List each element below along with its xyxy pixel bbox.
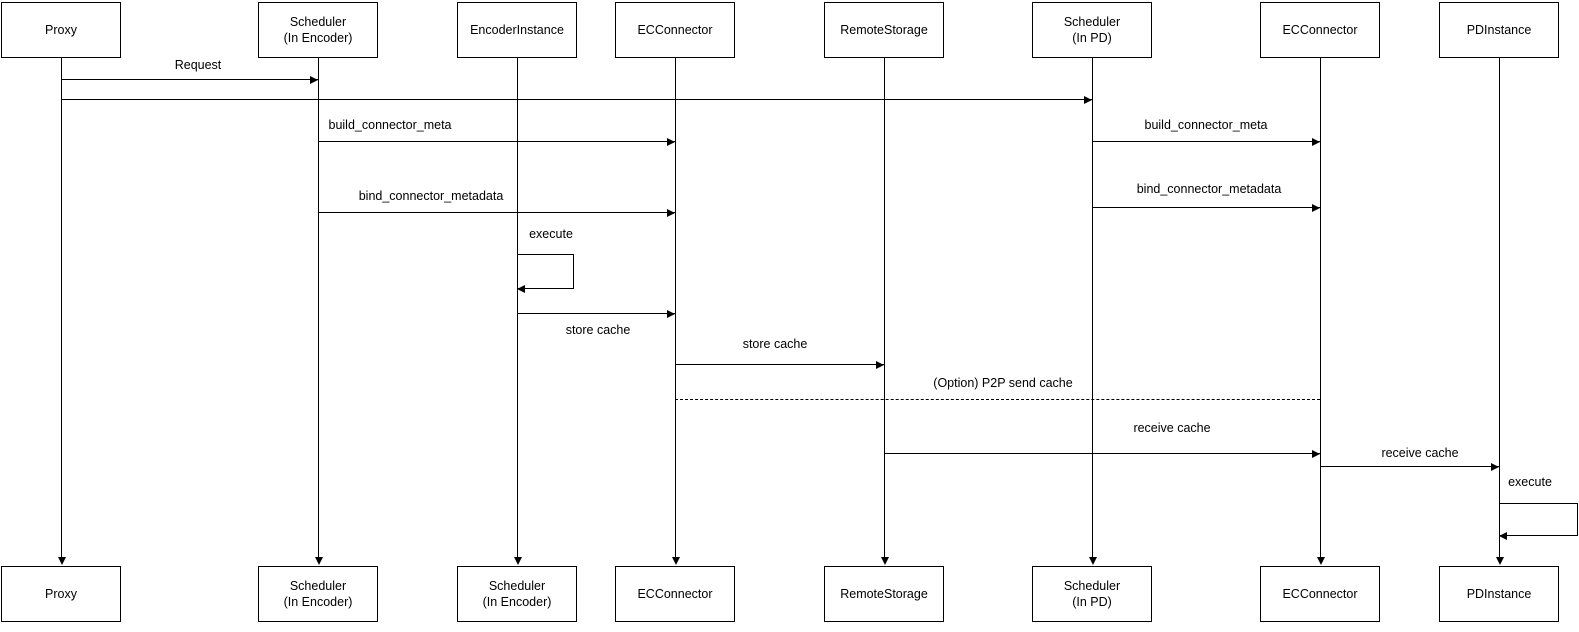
top-participant-box-sched-enc[interactable]: Scheduler (In Encoder) (258, 2, 378, 58)
message-label-m11: receive cache (1381, 446, 1459, 460)
message-label-m4: build_connector_meta (1144, 118, 1268, 132)
participant-label-line1: Scheduler (1063, 15, 1121, 29)
lifeline-end-arrow-ec-conn-enc (671, 557, 680, 565)
self-message-loop-s2 (1499, 503, 1578, 536)
bottom-participant-box-remote-store[interactable]: RemoteStorage (824, 566, 944, 622)
message-label-m3: build_connector_meta (328, 118, 452, 132)
participant-label-line1: RemoteStorage (840, 587, 928, 601)
lifeline-end-arrow-proxy (57, 557, 66, 565)
bottom-participant-box-ec-conn-pd[interactable]: ECConnector (1260, 566, 1380, 622)
message-label-m10: receive cache (1133, 421, 1211, 435)
lifeline-sched-pd (1092, 58, 1093, 560)
message-label-m1: Request (174, 58, 222, 72)
message-arrowhead-m11 (1491, 462, 1499, 471)
participant-label-line2: (In PD) (1072, 31, 1112, 45)
self-message-arrowhead-s1 (517, 285, 525, 293)
message-label-m6: bind_connector_metadata (1136, 182, 1282, 196)
lifeline-end-arrow-sched-pd (1088, 557, 1097, 565)
lifeline-end-arrow-pd-inst (1495, 557, 1504, 565)
message-arrowhead-m6 (1312, 203, 1320, 212)
top-participant-box-remote-store[interactable]: RemoteStorage (824, 2, 944, 58)
lifeline-end-arrow-ec-conn-pd (1316, 557, 1325, 565)
message-label-m5: bind_connector_metadata (358, 189, 504, 203)
message-line-m8 (675, 364, 884, 365)
message-line-m3 (318, 141, 675, 142)
bottom-participant-box-ec-conn-enc[interactable]: ECConnector (615, 566, 735, 622)
participant-label-line2: (In Encoder) (283, 31, 353, 45)
lifeline-end-arrow-sched-enc (314, 557, 323, 565)
participant-label-line2: (In PD) (1072, 595, 1112, 609)
participant-label-line1: Scheduler (1063, 579, 1121, 593)
bottom-participant-box-encoder-inst[interactable]: Scheduler (In Encoder) (457, 566, 577, 622)
message-label-m9: (Option) P2P send cache (933, 376, 1073, 390)
participant-label-line1: Scheduler (289, 579, 347, 593)
lifeline-pd-inst (1499, 58, 1500, 560)
message-line-m7 (517, 313, 675, 314)
message-arrowhead-m4 (1312, 137, 1320, 146)
message-label-m7: store cache (565, 323, 631, 337)
lifeline-end-arrow-remote-store (880, 557, 889, 565)
message-line-m5 (318, 212, 675, 213)
top-participant-box-ec-conn-pd[interactable]: ECConnector (1260, 2, 1380, 58)
participant-label-line2: (In Encoder) (482, 595, 552, 609)
message-line-m9 (675, 399, 1320, 400)
participant-label-line1: Proxy (45, 23, 77, 37)
top-participant-box-proxy[interactable]: Proxy (1, 2, 121, 58)
message-line-m6 (1092, 207, 1320, 208)
self-message-arrowhead-s2 (1499, 532, 1507, 540)
participant-label-line1: EncoderInstance (470, 23, 564, 37)
lifeline-sched-enc (318, 58, 319, 560)
bottom-participant-box-sched-pd[interactable]: Scheduler (In PD) (1032, 566, 1152, 622)
participant-label-line1: ECConnector (1282, 23, 1358, 37)
message-line-m11 (1320, 466, 1499, 467)
message-arrowhead-m1 (310, 75, 318, 84)
participant-label-line1: ECConnector (637, 587, 713, 601)
lifeline-ec-conn-pd (1320, 58, 1321, 560)
self-message-loop-s1 (517, 254, 574, 289)
top-participant-box-sched-pd[interactable]: Scheduler (In PD) (1032, 2, 1152, 58)
participant-label-line1: ECConnector (1282, 587, 1358, 601)
self-message-label-s2: execute (1508, 475, 1552, 489)
self-message-label-s1: execute (529, 227, 573, 241)
participant-label-line2: (In Encoder) (283, 595, 353, 609)
message-arrowhead-m2 (1084, 95, 1092, 104)
participant-label-line1: Proxy (45, 587, 77, 601)
participant-label-line1: Scheduler (289, 15, 347, 29)
top-participant-box-ec-conn-enc[interactable]: ECConnector (615, 2, 735, 58)
message-line-m10 (884, 453, 1320, 454)
top-participant-box-pd-inst[interactable]: PDInstance (1439, 2, 1559, 58)
lifeline-remote-store (884, 58, 885, 560)
message-arrowhead-m5 (667, 208, 675, 217)
message-line-m1 (61, 79, 318, 80)
bottom-participant-box-sched-enc[interactable]: Scheduler (In Encoder) (258, 566, 378, 622)
participant-label-line1: PDInstance (1466, 23, 1532, 37)
message-line-m2 (61, 99, 1092, 100)
message-arrowhead-m10 (1312, 449, 1320, 458)
message-arrowhead-m8 (876, 360, 884, 369)
message-label-m8: store cache (742, 337, 808, 351)
message-line-m4 (1092, 141, 1320, 142)
bottom-participant-box-proxy[interactable]: Proxy (1, 566, 121, 622)
participant-label-line1: RemoteStorage (840, 23, 928, 37)
top-participant-box-encoder-inst[interactable]: EncoderInstance (457, 2, 577, 58)
bottom-participant-box-pd-inst[interactable]: PDInstance (1439, 566, 1559, 622)
participant-label-line1: ECConnector (637, 23, 713, 37)
message-arrowhead-m3 (667, 137, 675, 146)
lifeline-ec-conn-enc (675, 58, 676, 560)
lifeline-end-arrow-encoder-inst (513, 557, 522, 565)
message-arrowhead-m7 (667, 309, 675, 318)
lifeline-encoder-inst (517, 58, 518, 560)
participant-label-line1: Scheduler (488, 579, 546, 593)
lifeline-proxy (61, 58, 62, 560)
participant-label-line1: PDInstance (1466, 587, 1532, 601)
